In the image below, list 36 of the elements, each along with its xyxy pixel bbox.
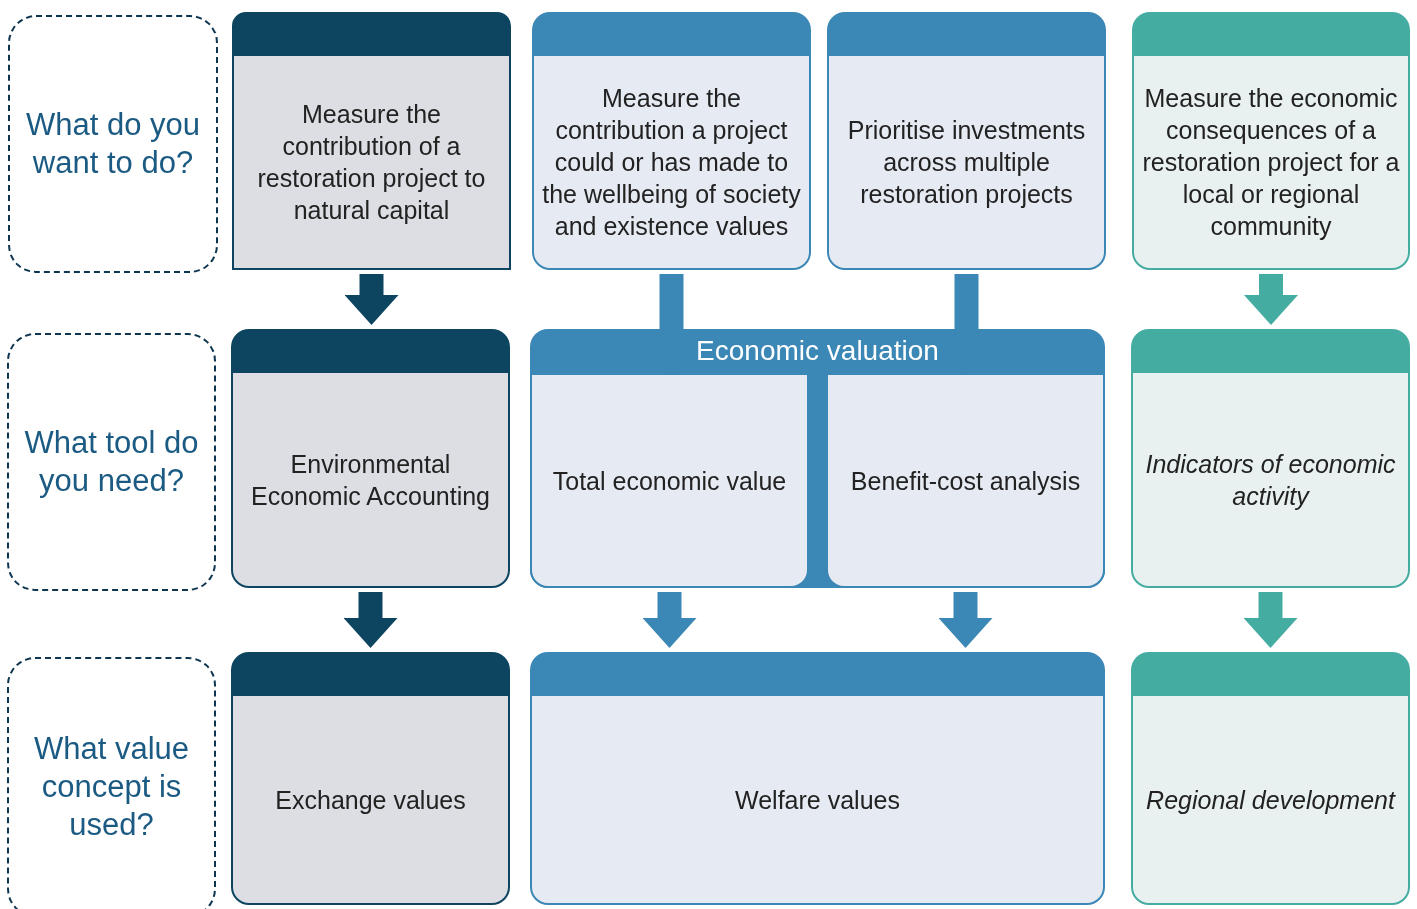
process-box — [1131, 652, 1410, 905]
box-text: Exchange values — [274, 784, 467, 816]
question-text: What value concept is used? — [32, 730, 191, 844]
box-text: Indicators of economic activity — [1144, 448, 1397, 512]
question-text: What do you want to do? — [24, 106, 201, 182]
process-box — [231, 329, 510, 588]
box-text: Measure the contribution of a restoration project to natural capital — [256, 99, 487, 226]
process-box — [530, 373, 809, 588]
box-text: Measure the contribution a project could or has made to the wellbeing of society and existence values — [541, 83, 802, 242]
box-text: Benefit-cost analysis — [849, 465, 1082, 497]
process-box — [530, 652, 1105, 905]
arrow — [344, 274, 399, 325]
box-text: Prioritise investments across multiple restoration projects — [846, 115, 1087, 210]
arrow — [642, 592, 697, 648]
group-title: Economic valuation — [695, 334, 940, 368]
arrow — [343, 592, 398, 648]
process-box — [1131, 329, 1410, 588]
box-text: Welfare values — [734, 784, 901, 816]
box-text: Total economic value — [551, 465, 788, 497]
question-box — [8, 15, 218, 273]
box-text: Measure the economic consequences of a restoration project for a local or regional community — [1141, 83, 1401, 242]
process-box — [827, 12, 1106, 270]
group-panel — [530, 329, 1105, 588]
box-text: Environmental Economic Accounting — [250, 448, 491, 512]
process-box — [532, 12, 811, 270]
box-text: Regional development — [1145, 784, 1397, 816]
process-box — [826, 373, 1105, 588]
question-box — [7, 333, 216, 591]
question-box — [7, 657, 216, 909]
process-box — [1132, 12, 1410, 270]
arrow — [1243, 592, 1298, 648]
process-box — [232, 12, 511, 270]
arrow — [938, 592, 993, 648]
arrow — [1244, 274, 1298, 325]
question-text: What tool do you need? — [23, 424, 200, 500]
process-box — [231, 652, 510, 905]
